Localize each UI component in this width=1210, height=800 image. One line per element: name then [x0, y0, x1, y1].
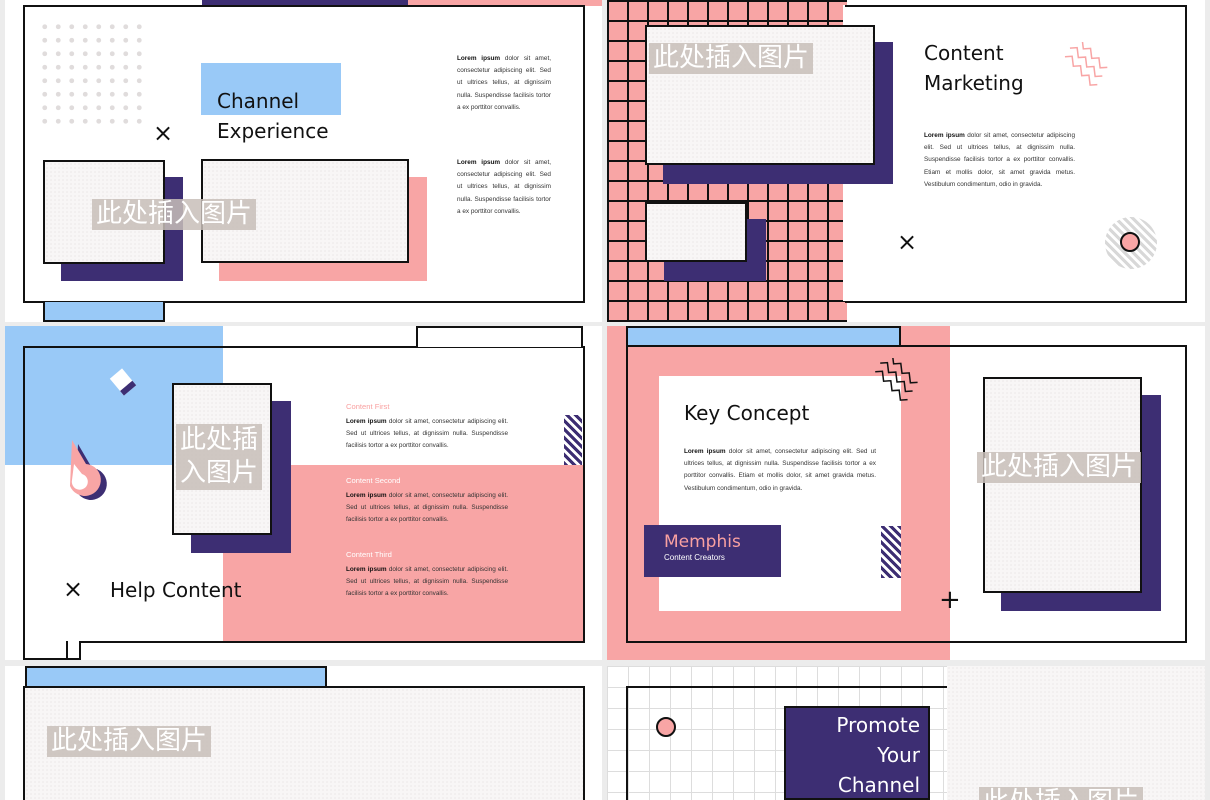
placeholder-line-1: 此处插 — [180, 425, 259, 455]
lorem-lead: Lorem ipsum — [924, 132, 965, 139]
image-placeholder-label: 此处插入图片 — [977, 452, 1142, 484]
content-text: Lorem ipsum dolor sit amet, consectetur … — [346, 564, 508, 601]
slide-title-line-2: Your — [877, 743, 920, 767]
slide-border-frame — [626, 686, 956, 800]
body-text: dolor sit amet, consectetur adipiscing e… — [457, 55, 551, 111]
squiggle-icon — [875, 358, 918, 401]
bottom-tab-outline — [23, 641, 81, 660]
title-highlight-block — [201, 63, 341, 115]
arc-shape-icon — [70, 440, 107, 500]
lorem-lead: Lorem ipsum — [457, 159, 501, 166]
dot-grid-decoration — [38, 20, 146, 128]
badge-subtitle: Content Creators — [664, 553, 725, 562]
slide-border-frame — [626, 345, 1187, 643]
navy-bar-top — [202, 0, 408, 6]
lorem-lead: Lorem ipsum — [684, 448, 726, 455]
slide-thumbnail-2[interactable]: 此处插入图片 Content Marketing Lorem ipsum dol… — [607, 0, 1205, 322]
pink-circle-icon — [1120, 232, 1140, 252]
content-item-1: Content First Lorem ipsum dolor sit amet… — [346, 402, 508, 453]
placeholder-line-2: 入图片 — [180, 458, 259, 488]
squiggle-icon — [1064, 42, 1108, 86]
body-paragraph: Lorem ipsum dolor sit amet, consectetur … — [684, 446, 876, 495]
slide-title-line-1: Promote — [836, 713, 920, 737]
cross-icon: × — [153, 119, 174, 147]
slide-title-line-1: Channel — [217, 89, 300, 113]
blue-bar-bottom — [43, 302, 165, 322]
image-placeholder-label: 此处插入图片 — [649, 43, 814, 75]
content-heading: Content Third — [346, 550, 392, 559]
body-text: dolor sit amet, consectetur adipiscing e… — [346, 566, 508, 598]
content-text: Lorem ipsum dolor sit amet, consectetur … — [346, 490, 508, 527]
content-heading: Content First — [346, 402, 390, 411]
body-text: dolor sit amet, consectetur adipiscing e… — [346, 418, 508, 450]
slide-title-line-3: Channel — [837, 773, 920, 797]
body-paragraph-2: Lorem ipsum dolor sit amet, consectetur … — [457, 157, 551, 218]
slide-title-line-2: Marketing — [924, 71, 1024, 95]
image-placeholder-label: 此处插 入图片 — [176, 424, 263, 490]
content-item-2: Content Second Lorem ipsum dolor sit ame… — [346, 476, 508, 527]
image-placeholder-label: 此处插入图片 — [47, 726, 212, 758]
slide-thumbnail-6[interactable]: Promote Your Channel 此处插入图片 — [607, 666, 1205, 800]
image-placeholder-label: 此处插入图片 — [979, 787, 1144, 800]
body-text: dolor sit amet, consectetur adipiscing e… — [924, 132, 1075, 188]
cross-icon: × — [897, 228, 918, 256]
lorem-lead: Lorem ipsum — [346, 566, 387, 573]
plus-icon: + — [939, 585, 961, 615]
slide-thumbnail-3[interactable]: 此处插 入图片 Content First Lorem ipsum dolor … — [5, 326, 602, 660]
image-placeholder-frame[interactable] — [983, 377, 1142, 593]
body-paragraph-1: Lorem ipsum dolor sit amet, consectetur … — [457, 53, 551, 114]
body-text: dolor sit amet, consectetur adipiscing e… — [457, 159, 551, 215]
slide-title-line-1: Content — [924, 41, 1004, 65]
blue-top-bar — [25, 666, 327, 687]
slide-title: Help Content — [110, 578, 242, 602]
body-text: dolor sit amet, consectetur adipiscing e… — [684, 448, 876, 492]
lorem-lead: Lorem ipsum — [346, 492, 387, 499]
slide-title-line-2: Experience — [217, 119, 329, 143]
image-placeholder-label: 此处插入图片 — [92, 199, 257, 231]
top-tab-outline — [416, 326, 583, 347]
lorem-lead: Lorem ipsum — [346, 418, 387, 425]
content-text: Lorem ipsum dolor sit amet, consectetur … — [346, 416, 508, 453]
slide-title: Content Marketing — [924, 38, 1024, 98]
slide-thumbnail-1[interactable]: Channel Experience × 此处插入图片 Lorem ipsum … — [5, 0, 602, 322]
body-text: dolor sit amet, consectetur adipiscing e… — [346, 492, 508, 524]
bottom-tab-divider — [66, 641, 68, 660]
slide-border-frame — [845, 5, 1187, 303]
image-placeholder-frame[interactable] — [645, 202, 747, 262]
pink-circle-icon — [656, 717, 676, 737]
slide-title: Promote Your Channel — [784, 710, 920, 800]
slide-border-frame — [23, 5, 585, 303]
slide-title: Channel Experience — [217, 86, 329, 146]
stripe-decoration — [881, 526, 901, 578]
slide-border-frame — [23, 346, 585, 643]
title-navy-block — [784, 706, 930, 800]
memphis-badge: Memphis Content Creators — [644, 525, 781, 577]
image-placeholder-frame[interactable] — [947, 666, 1205, 800]
slide-thumbnail-4[interactable]: Key Concept Lorem ipsum dolor sit amet, … — [607, 326, 1205, 660]
slide-title: Key Concept — [684, 401, 810, 425]
blue-top-bar — [626, 326, 901, 346]
cross-icon: × — [63, 575, 84, 603]
badge-title: Memphis — [664, 532, 741, 552]
stripe-decoration — [564, 415, 582, 465]
content-item-3: Content Third Lorem ipsum dolor sit amet… — [346, 550, 508, 601]
lorem-lead: Lorem ipsum — [457, 55, 501, 62]
pink-bar-top — [408, 0, 602, 6]
body-paragraph: Lorem ipsum dolor sit amet, consectetur … — [924, 130, 1075, 191]
content-heading: Content Second — [346, 476, 401, 485]
slide-thumbnail-5[interactable]: 此处插入图片 — [5, 666, 602, 800]
